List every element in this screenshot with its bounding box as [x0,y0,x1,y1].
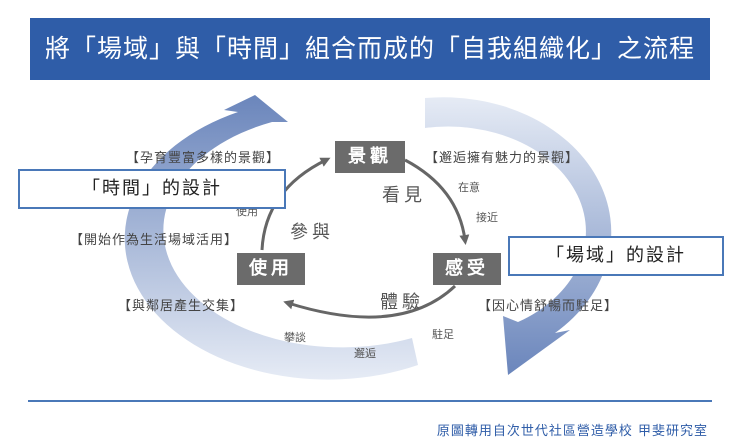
outer-label-bottom-left: 【與鄰居產生交集】 [118,299,245,314]
outer-label-bottom-right: 【因心情舒暢而駐足】 [478,299,619,314]
node-use: 使用 [237,253,305,285]
inner-arrow-bottom [283,284,457,319]
arc-label-approach: 接近 [476,211,498,224]
arc-label-in-mind: 在意 [458,181,480,194]
label-participate: 參與 [290,222,334,243]
place-design-box: 「場域」的設計 [508,236,724,276]
outer-label-mid-left: 【開始作為生活場域活用】 [70,233,239,248]
arc-label-encounter: 邂逅 [354,347,376,360]
node-view: 景觀 [335,141,405,173]
outer-arrow-left [124,95,418,380]
outer-arrow-right [425,97,612,375]
arc-label-chat: 攀談 [284,331,306,344]
outer-label-top-left: 【孕育豐富多樣的景觀】 [126,151,281,166]
outer-label-top-right: 【邂逅擁有魅力的景觀】 [425,151,580,166]
label-experience: 體驗 [380,292,424,313]
footer-divider [28,400,712,402]
label-see: 看見 [382,185,426,206]
arc-label-stay: 駐足 [432,328,454,341]
title-banner: 將「場域」與「時間」組合而成的「自我組織化」之流程 [30,18,710,80]
time-design-box: 「時間」的設計 [18,169,286,209]
footer-credit: 原圖轉用自次世代社區營造學校 甲斐研究室 [436,424,708,439]
node-feel: 感受 [433,253,501,285]
inner-arrow-top-right [404,158,470,245]
